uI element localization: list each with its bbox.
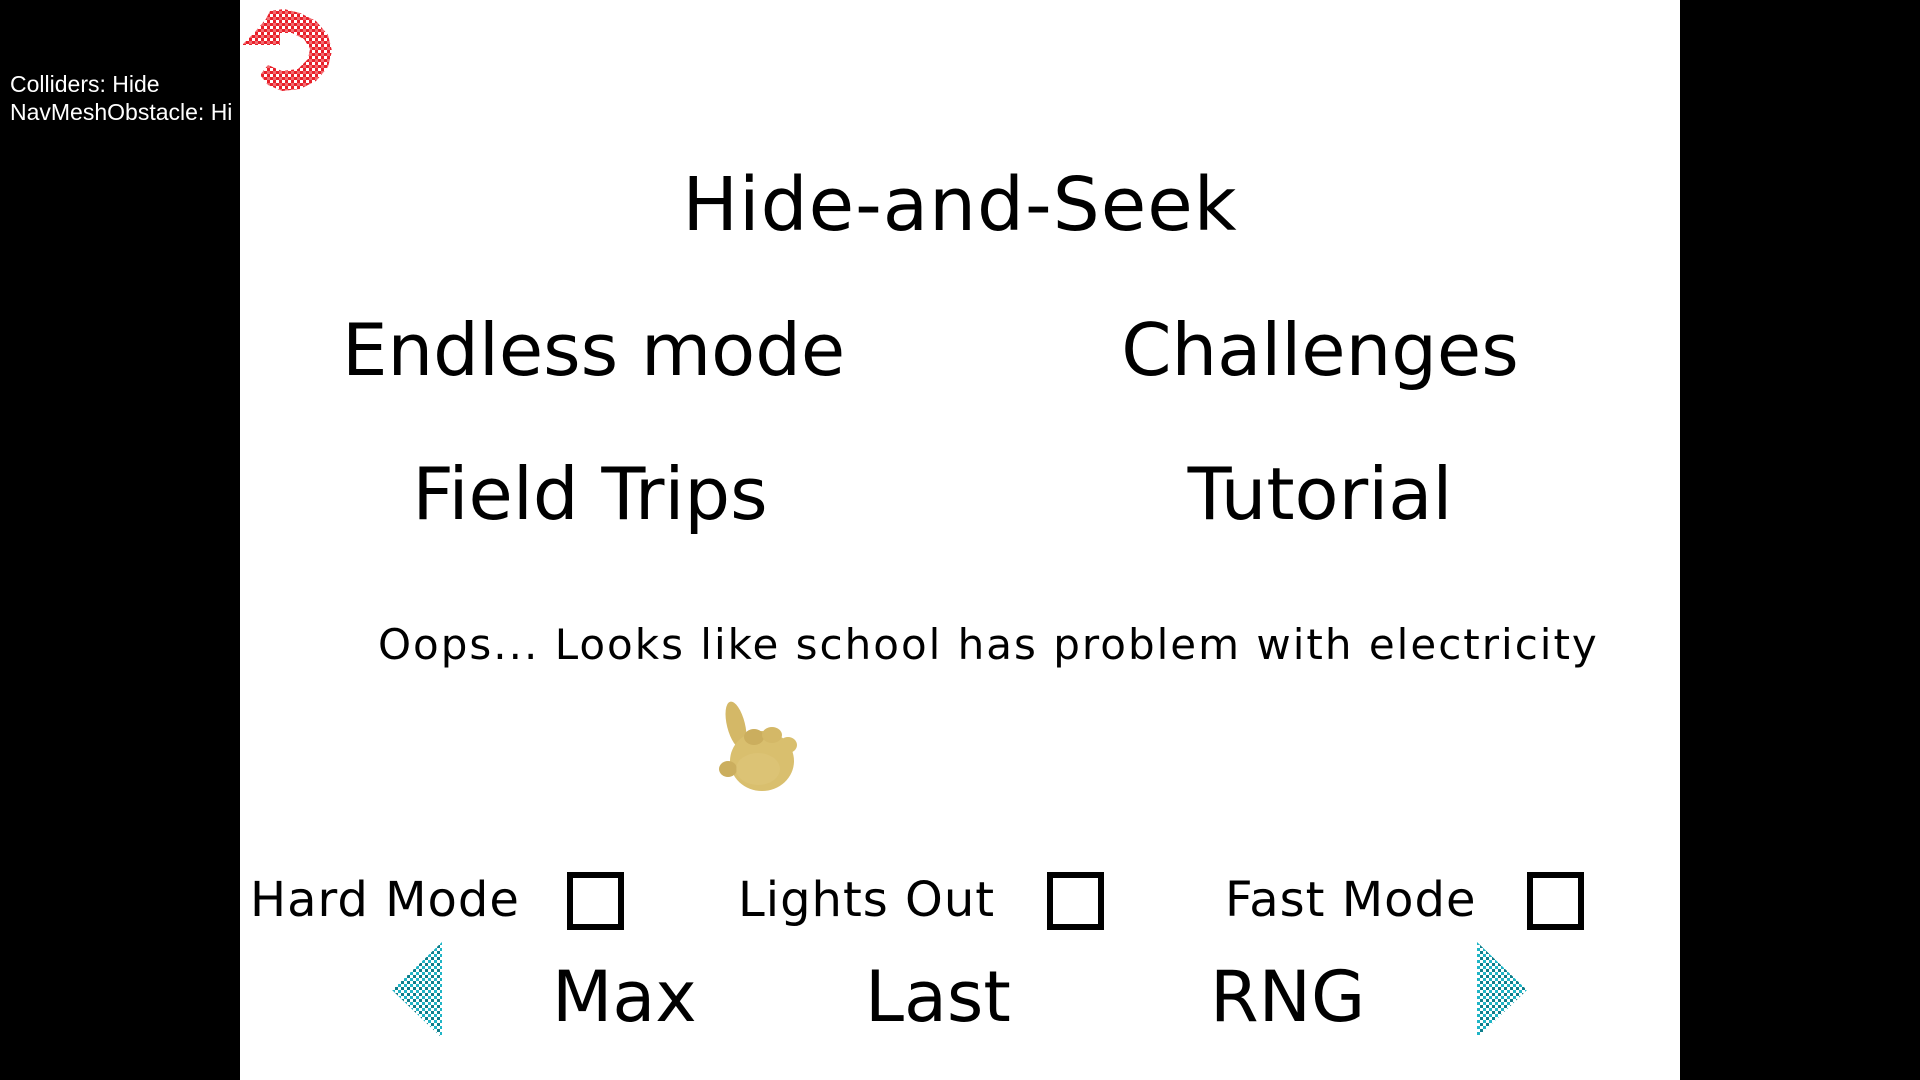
tutorial-button[interactable]: Tutorial [1187, 452, 1453, 536]
hard-mode-checkbox[interactable] [567, 872, 624, 930]
choice-max[interactable]: Max [552, 956, 697, 1038]
debug-colliders: Colliders: Hide [10, 71, 160, 97]
lights-out-checkbox[interactable] [1047, 872, 1104, 930]
choice-last[interactable]: Last [865, 956, 1011, 1038]
choice-rng[interactable]: RNG [1210, 956, 1366, 1038]
field-trips-button[interactable]: Field Trips [412, 452, 768, 536]
next-button[interactable] [1477, 942, 1527, 1038]
return-arrow-icon [242, 9, 332, 91]
fast-mode-label: Fast Mode [1225, 872, 1477, 928]
back-button[interactable] [240, 5, 336, 93]
electricity-message: Oops... Looks like school has problem wi… [378, 620, 1599, 669]
main-menu-panel: Hide-and-Seek Endless mode Challenges Fi… [240, 0, 1680, 1080]
debug-navmesh: NavMeshObstacle: Hi [10, 99, 233, 125]
fast-mode-checkbox[interactable] [1527, 872, 1584, 930]
hard-mode-label: Hard Mode [250, 872, 520, 928]
pointing-hand-icon [719, 701, 797, 791]
previous-button[interactable] [392, 942, 442, 1038]
lights-out-label: Lights Out [738, 872, 996, 928]
arrow-left-icon [392, 942, 442, 1038]
debug-overlay: Colliders: Hide NavMeshObstacle: Hi [10, 70, 232, 126]
arrow-right-icon [1477, 942, 1527, 1038]
game-title: Hide-and-Seek [682, 162, 1238, 248]
hand-cursor [718, 695, 798, 795]
challenges-button[interactable]: Challenges [1121, 308, 1519, 392]
endless-mode-button[interactable]: Endless mode [342, 308, 846, 392]
